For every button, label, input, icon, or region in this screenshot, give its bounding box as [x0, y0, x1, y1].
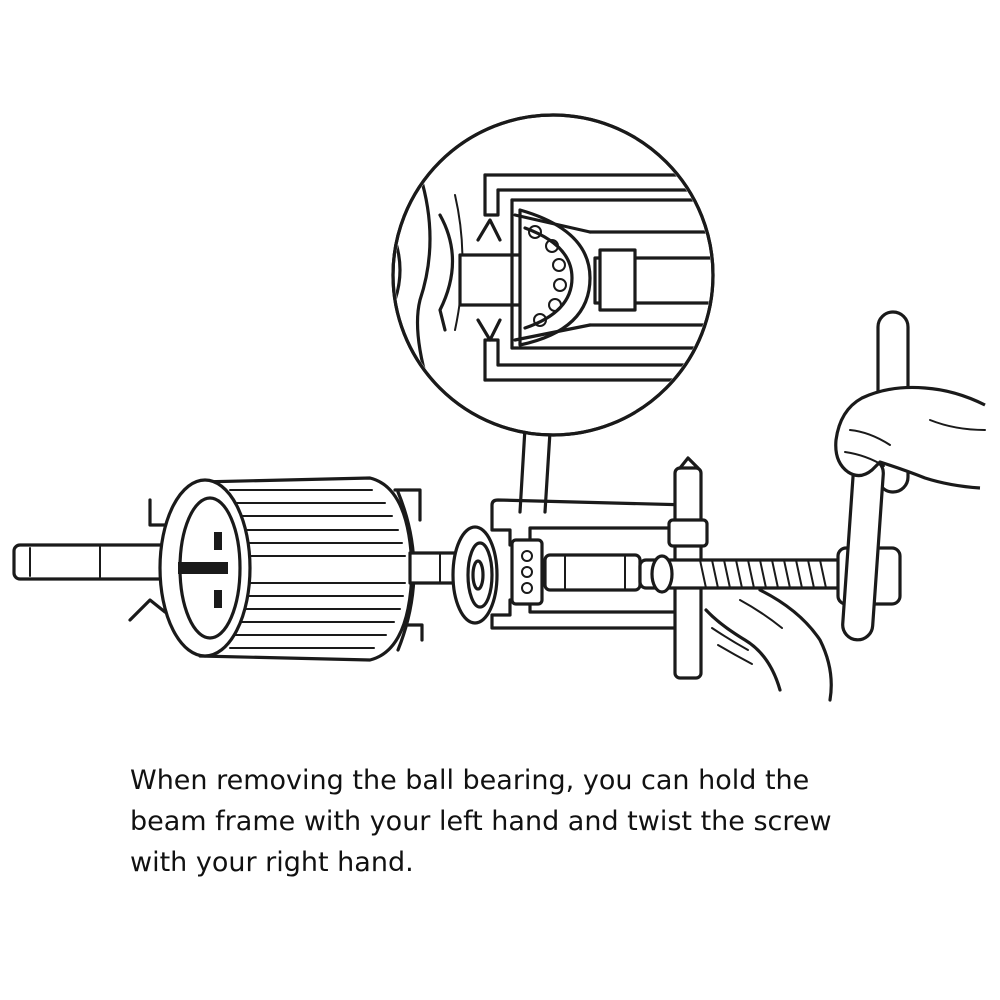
- puller-screw: [640, 556, 845, 592]
- t-handle: [838, 312, 908, 641]
- right-hand: [836, 387, 985, 488]
- magnifier-pointer: [520, 428, 550, 512]
- left-hand: [706, 590, 831, 700]
- ball-bearing: [453, 527, 497, 623]
- armature-rotor: [130, 478, 422, 660]
- caption-text: When removing the ball bearing, you can …: [130, 765, 832, 878]
- bearing-puller-illustration: [0, 0, 1000, 720]
- detail-magnifier: [393, 115, 720, 435]
